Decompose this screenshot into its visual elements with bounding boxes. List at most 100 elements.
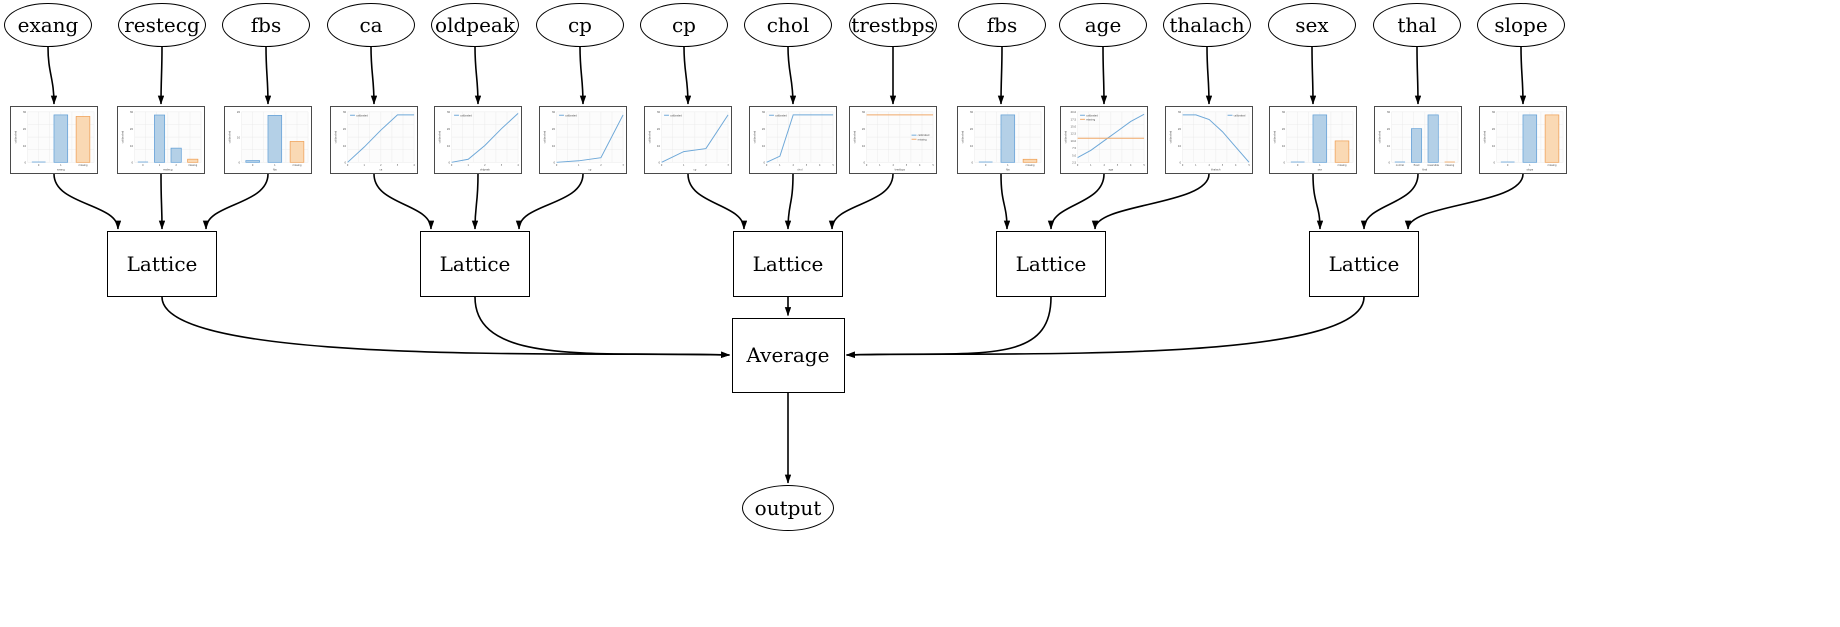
edge-exang-to-plot [47, 46, 58, 105]
legend-label-calibrated: calibrated [565, 114, 577, 117]
y-tick-label: 10 [343, 144, 347, 148]
edge-lattice-4-to-average [845, 296, 1365, 358]
y-tick-label: 10 [657, 144, 661, 148]
y-axis-label: calibrated [542, 130, 546, 143]
feature-node-cp[interactable]: cp [536, 3, 624, 47]
feature-node-label: sex [1295, 13, 1329, 37]
feature-node-sex[interactable]: sex [1268, 3, 1356, 47]
x-axis-label: thalach [1211, 168, 1221, 172]
lattice-node-0[interactable]: Lattice [107, 231, 217, 297]
feature-node-chol[interactable]: chol [744, 3, 832, 47]
lattice-node-label: Lattice [1328, 252, 1400, 276]
feature-node-exang[interactable]: exang [4, 3, 92, 47]
output-node-label: output [754, 496, 822, 520]
y-tick-label: 0 [1494, 161, 1496, 165]
edge-thal-to-plot [1414, 46, 1422, 105]
x-tick-label: 0 [1077, 164, 1079, 167]
y-tick-label: 30 [343, 110, 347, 114]
x-tick-label: 0 [38, 164, 40, 167]
x-tick-label: 1 [1195, 164, 1197, 167]
x-tick-label: 4 [819, 164, 821, 167]
x-tick-label: 0 [985, 164, 987, 167]
y-tick-label: 0 [972, 161, 974, 165]
x-tick-label: 3 [1222, 164, 1224, 167]
feature-node-fbs[interactable]: fbs [222, 3, 310, 47]
average-node[interactable]: Average [731, 317, 845, 393]
feature-node-fbs[interactable]: fbs [958, 3, 1046, 47]
x-tick-label: 0 [347, 164, 349, 167]
y-tick-label: 30 [762, 110, 766, 114]
legend-label-calibrated: calibrated [1234, 114, 1246, 117]
legend-label-calibrated: calibrated [918, 134, 930, 137]
lattice-node-2[interactable]: Lattice [733, 231, 843, 297]
y-tick-label: 10 [237, 135, 241, 139]
x-axis-label: age [1108, 169, 1113, 172]
x-tick-label: 0 [451, 164, 453, 167]
legend-label-calibrated: calibrated [670, 114, 682, 117]
y-tick-label: 10 [862, 144, 866, 148]
x-tick-label: 0 [1182, 164, 1184, 167]
x-tick-label: 4 [919, 164, 921, 167]
edge-lattice-0-to-average [161, 296, 731, 358]
x-tick-label: 3 [906, 164, 908, 167]
x-tick-label: 2 [484, 164, 486, 167]
y-tick-label: 20.0 [1071, 110, 1077, 114]
y-tick-label: 0 [449, 161, 451, 165]
y-axis-label: calibrated [13, 130, 17, 143]
feature-node-thal[interactable]: thal [1373, 3, 1461, 47]
x-tick-label: 0 [866, 164, 868, 167]
x-tick-label: missing [1548, 164, 1557, 167]
y-tick-label: 30 [1492, 110, 1496, 114]
x-tick-label: 0 [766, 164, 768, 167]
feature-node-label: cp [671, 13, 696, 37]
edge-plot-restecg-to-lattice-0 [158, 173, 166, 230]
y-tick-label: 10 [130, 144, 134, 148]
feature-node-label: fbs [250, 13, 282, 37]
edge-thalach-to-plot [1205, 46, 1213, 105]
y-tick-label: 12.5 [1071, 132, 1077, 136]
feature-node-cp[interactable]: cp [640, 3, 728, 47]
feature-node-oldpeak[interactable]: oldpeak [431, 3, 519, 47]
lattice-node-1[interactable]: Lattice [420, 231, 530, 297]
feature-node-label: restecg [124, 13, 200, 37]
legend-label-calibrated: calibrated [460, 114, 472, 117]
lattice-node-4[interactable]: Lattice [1309, 231, 1419, 297]
edge-plot-fbs-to-lattice-3 [1000, 173, 1011, 230]
x-tick-label: 0 [556, 164, 558, 167]
feature-node-thalach[interactable]: thalach [1163, 3, 1251, 47]
feature-node-slope[interactable]: slope [1477, 3, 1565, 47]
feature-node-ca[interactable]: ca [327, 3, 415, 47]
y-axis-label: calibrated [120, 130, 124, 143]
y-tick-label: 0 [345, 161, 347, 165]
feature-node-trestbps[interactable]: trestbps [849, 3, 937, 47]
y-axis-label: calibrated [647, 130, 651, 143]
feature-node-restecg[interactable]: restecg [118, 3, 206, 47]
y-tick-label: 0 [1284, 161, 1286, 165]
edge-plot-fbs-to-lattice-0 [202, 173, 269, 230]
y-tick-label: 10.0 [1071, 139, 1077, 143]
x-axis-label: oldpeak [480, 168, 491, 172]
feature-node-age[interactable]: age [1059, 3, 1147, 47]
x-tick-label: missing [293, 164, 302, 167]
output-node[interactable]: output [742, 485, 834, 531]
y-tick-label: 30 [862, 110, 866, 114]
lattice-node-3[interactable]: Lattice [996, 231, 1106, 297]
x-tick-label: 0 [661, 164, 663, 167]
y-tick-label: 0 [864, 161, 866, 165]
x-tick-label: 0 [1297, 164, 1299, 167]
